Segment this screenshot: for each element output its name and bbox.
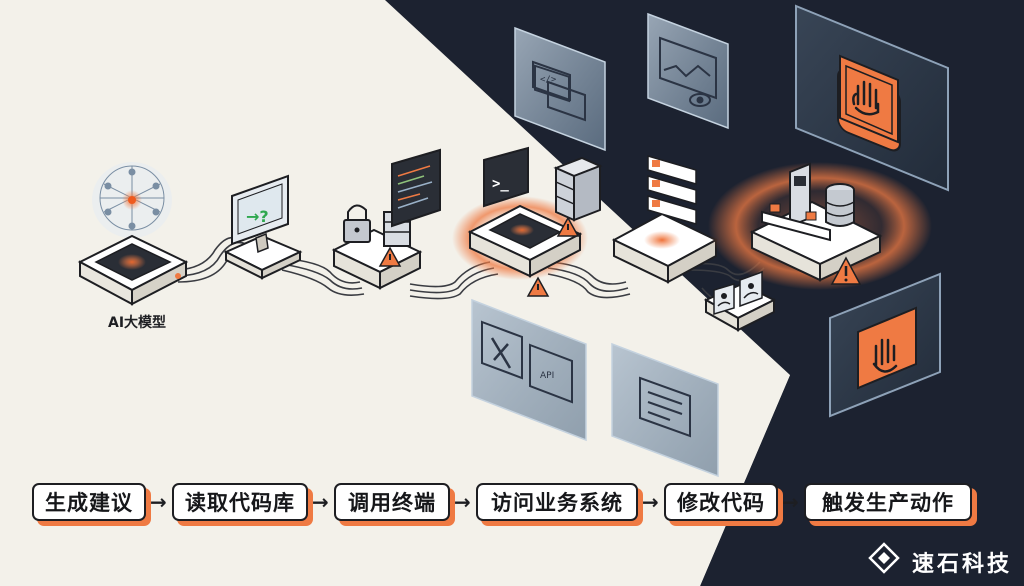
chart-eye-icon	[659, 36, 717, 107]
step-modify-code: 修改代码	[664, 483, 778, 521]
server-icon	[553, 156, 603, 222]
api-badge: API	[540, 371, 554, 381]
flow-arrow: →	[312, 490, 329, 514]
flow-arrow: →	[782, 490, 799, 514]
panel-code-glass: </>	[514, 26, 606, 152]
node-security	[331, 148, 441, 290]
tools-icon: API	[481, 320, 573, 404]
node-terminal: >_	[452, 146, 603, 297]
node-monitor: →?	[223, 174, 303, 280]
terminal-prompt: >_	[492, 176, 509, 192]
flow-arrow: →	[642, 490, 659, 514]
panel-chart-glass	[647, 12, 729, 130]
step-generate-suggestion: 生成建议	[32, 483, 146, 521]
checklist-icon	[647, 155, 697, 225]
step-trigger-production: 触发生产动作	[804, 483, 972, 521]
flow-arrow: →	[150, 490, 167, 514]
monitor-glyph: →?	[246, 207, 269, 226]
watermark-logo-icon	[868, 542, 900, 574]
warning-icon	[556, 216, 580, 237]
node-ai-model	[77, 162, 189, 306]
flow-arrow: →	[454, 490, 471, 514]
code-window-icon: </>	[532, 60, 586, 122]
watermark-text: 速石科技	[911, 552, 1012, 577]
ai-model-label: AI大模型	[108, 315, 167, 331]
shield-code-icon	[639, 376, 691, 438]
step-access-business-system: 访问业务系统	[476, 483, 638, 521]
monitor-icon: →?	[231, 174, 289, 254]
node-users	[703, 270, 777, 332]
node-production	[708, 162, 932, 290]
warning-icon	[830, 256, 862, 285]
panel-shield-glass	[611, 342, 719, 478]
database-icon	[825, 183, 855, 227]
padlock-icon	[343, 204, 371, 243]
step-call-terminal: 调用终端	[334, 483, 450, 521]
code-window-icon	[391, 148, 441, 228]
panel-tools-glass: API	[471, 298, 587, 442]
panel-stop-glass-top	[795, 4, 949, 192]
panel-stop-glass-bottom	[829, 272, 941, 418]
terminal-icon: >_	[483, 146, 529, 208]
stop-hand-icon	[839, 54, 899, 144]
robot-machine-icon	[761, 162, 831, 242]
process-flow: 生成建议 → 读取代码库 → 调用终端 → 访问业务系统 → 修改代码 → 触发…	[0, 478, 1024, 534]
warning-icon	[378, 246, 402, 267]
node-business-system	[611, 155, 719, 284]
step-read-codebase: 读取代码库	[172, 483, 308, 521]
stop-hand-icon	[857, 306, 917, 390]
users-icon	[713, 270, 763, 316]
svg-text:</>: </>	[540, 75, 557, 85]
watermark: 速石科技	[912, 546, 1012, 578]
warning-icon	[526, 276, 550, 297]
